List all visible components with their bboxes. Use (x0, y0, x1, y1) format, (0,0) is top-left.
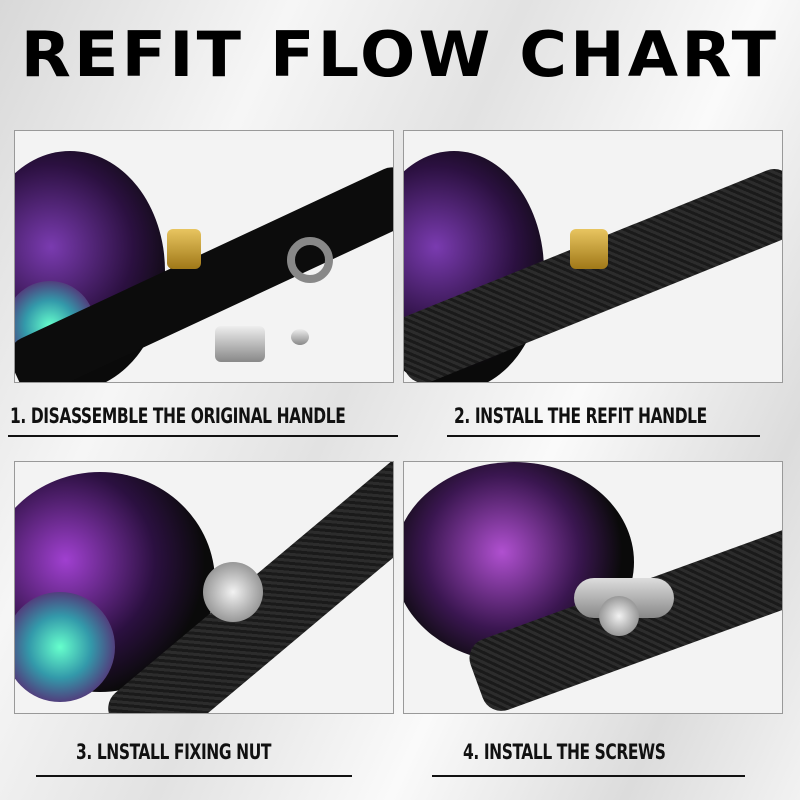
step-1-photo (14, 130, 394, 383)
step-4-underline (432, 775, 745, 777)
step-3-photo (14, 461, 394, 714)
page-title: REFIT FLOW CHART (20, 18, 780, 91)
step-3-underline (36, 775, 352, 777)
step-1-caption: 1. DISASSEMBLE THE ORIGINAL HANDLE (10, 404, 346, 428)
step-2-photo (403, 130, 783, 383)
step-4-caption: 4. INSTALL THE SCREWS (463, 740, 666, 764)
step-4-photo (403, 461, 783, 714)
step-3-caption: 3. LNSTALL FIXING NUT (76, 740, 272, 764)
step-2-underline (447, 435, 760, 437)
step-1-underline (8, 435, 398, 437)
step-2-caption: 2. INSTALL THE REFIT HANDLE (454, 404, 707, 428)
